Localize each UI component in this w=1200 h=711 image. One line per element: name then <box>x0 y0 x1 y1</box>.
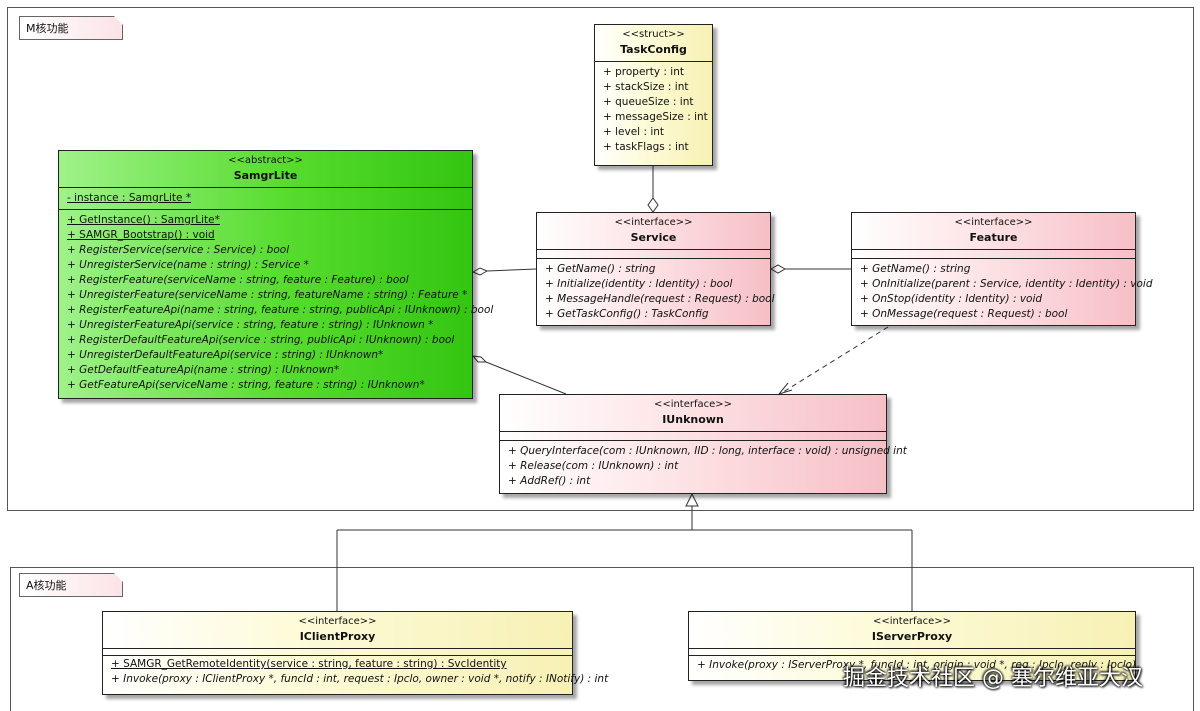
class-service[interactable]: <<interface>> Service + GetName() : stri… <box>536 212 775 326</box>
attribute: + level : int <box>603 126 665 138</box>
watermark: 掘金技术社区 @ 塞尔维亚大汉 <box>843 666 1143 691</box>
operation: + RegisterDefaultFeatureApi(service : st… <box>67 334 455 346</box>
operation: + OnMessage(request : Request) : bool <box>860 308 1068 320</box>
class-name: SamgrLite <box>233 169 298 182</box>
package-label-m-core: M核功能 <box>19 16 123 40</box>
class-name: IClientProxy <box>299 630 376 643</box>
class-iserverproxy[interactable]: <<interface>> IServerProxy + Invoke(prox… <box>688 611 1136 681</box>
operation: + UnregisterService(name : string) : Ser… <box>67 259 309 271</box>
class-name: IUnknown <box>662 413 724 426</box>
stereotype: <<interface>> <box>653 399 733 410</box>
class-iunknown[interactable]: <<interface>> IUnknown + QueryInterface(… <box>499 394 907 494</box>
operation: + Invoke(proxy : IClientProxy *, funcId … <box>111 673 609 685</box>
operation: + GetFeatureApi(serviceName : string, fe… <box>67 379 425 391</box>
stereotype: <<interface>> <box>872 616 952 627</box>
samgr-service-diamond <box>471 267 489 276</box>
operation: + MessageHandle(request : Request) : boo… <box>545 293 775 305</box>
note-fold-icon <box>114 573 123 582</box>
operation: + GetDefaultFeatureApi(name : string) : … <box>67 364 340 376</box>
operation: + GetTaskConfig() : TaskConfig <box>545 308 709 320</box>
attribute: + taskFlags : int <box>603 141 689 153</box>
feature-iunknown-realization <box>779 326 889 395</box>
class-name: TaskConfig <box>620 43 687 56</box>
attributes-section: - instance : SamgrLite * <box>59 188 472 210</box>
generalization-triangle <box>685 492 699 507</box>
attributes-section <box>537 250 770 259</box>
class-name: Service <box>630 231 677 244</box>
package-label-a-core: A核功能 <box>19 573 123 597</box>
note-fold-icon <box>114 16 123 25</box>
operation: + GetName() : string <box>860 263 971 275</box>
operation: + OnStop(identity : Identity) : void <box>860 293 1043 305</box>
operation: + OnInitialize(parent : Service, identit… <box>860 278 1153 290</box>
operation: + UnregisterDefaultFeatureApi(service : … <box>67 349 384 361</box>
operations-section: + QueryInterface(com : IUnknown, IID : l… <box>500 441 907 492</box>
package-name: A核功能 <box>26 579 67 592</box>
attributes-section <box>689 649 1135 656</box>
attribute: + queueSize : int <box>603 96 694 108</box>
operation: + AddRef() : int <box>508 475 591 487</box>
class-taskconfig[interactable]: <<struct>> TaskConfig + property : int +… <box>594 24 713 166</box>
operation: + RegisterFeatureApi(name : string, feat… <box>67 304 494 316</box>
attribute: + messageSize : int <box>603 111 708 123</box>
operation: + RegisterFeature(serviceName : string, … <box>67 274 409 286</box>
class-header: <<interface>> IServerProxy <box>689 612 1135 649</box>
class-header: <<interface>> Service <box>537 213 770 250</box>
operation: + GetName() : string <box>545 263 656 275</box>
class-header: <<interface>> IUnknown <box>500 395 886 432</box>
operations-section: + Invoke(proxy : IServerProxy *, funcId … <box>689 656 1135 675</box>
operation: + QueryInterface(com : IUnknown, IID : l… <box>508 445 907 457</box>
stereotype: <<struct>> <box>622 29 685 40</box>
attribute: - instance : SamgrLite * <box>67 192 192 204</box>
stereotype: <<interface>> <box>614 217 693 228</box>
attributes-section <box>852 250 1135 259</box>
class-name: IServerProxy <box>871 630 953 643</box>
operation: + UnregisterFeatureApi(service : string,… <box>67 319 434 331</box>
attributes-section <box>103 649 572 656</box>
class-samgrlite[interactable]: <<abstract>> SamgrLite - instance : Samg… <box>58 150 494 399</box>
taskconfig-diamond <box>647 197 659 213</box>
class-feature[interactable]: <<interface>> Feature + GetName() : stri… <box>851 212 1153 326</box>
operation: + UnregisterFeature(serviceName : string… <box>67 289 468 301</box>
package-name: M核功能 <box>26 22 69 35</box>
samgr-iunknown-diamond <box>471 355 488 363</box>
stereotype: <<abstract>> <box>228 155 303 166</box>
operations-section: + GetName() : string + Initialize(identi… <box>537 259 775 325</box>
operation: + Initialize(identity : Identity) : bool <box>545 278 733 290</box>
class-header: <<abstract>> SamgrLite <box>59 151 472 188</box>
class-iclientproxy[interactable]: <<interface>> IClientProxy + SAMGR_GetRe… <box>102 611 609 695</box>
static-operation: + GetInstance() : SamgrLite* <box>67 214 220 226</box>
static-operation: + SAMGR_GetRemoteIdentity(service : stri… <box>111 658 507 670</box>
operation: + Release(com : IUnknown) : int <box>508 460 679 472</box>
attribute: + stackSize : int <box>603 81 689 93</box>
operations-section: + GetInstance() : SamgrLite* + SAMGR_Boo… <box>59 210 494 396</box>
attribute: + property : int <box>603 66 684 78</box>
operations-section: + SAMGR_GetRemoteIdentity(service : stri… <box>103 656 609 688</box>
operation: + Invoke(proxy : IServerProxy *, funcId … <box>697 659 1136 671</box>
class-header: <<struct>> TaskConfig <box>595 25 712 62</box>
samgr-iunknown-link <box>485 361 567 395</box>
realization-arrowhead <box>777 382 793 395</box>
samgr-service-link <box>486 268 537 272</box>
attributes-section <box>500 432 886 441</box>
service-feature-diamond <box>769 264 787 274</box>
operation: + RegisterService(service : Service) : b… <box>67 244 290 256</box>
stereotype: <<interface>> <box>298 616 377 627</box>
static-operation: + SAMGR_Bootstrap() : void <box>67 229 215 241</box>
class-name: Feature <box>969 231 1018 244</box>
class-header: <<interface>> Feature <box>852 213 1135 250</box>
operations-section: + GetName() : string + OnInitialize(pare… <box>852 259 1153 325</box>
class-header: <<interface>> IClientProxy <box>103 612 572 649</box>
stereotype: <<interface>> <box>954 217 1033 228</box>
attributes-section: + property : int + stackSize : int + que… <box>595 62 712 158</box>
